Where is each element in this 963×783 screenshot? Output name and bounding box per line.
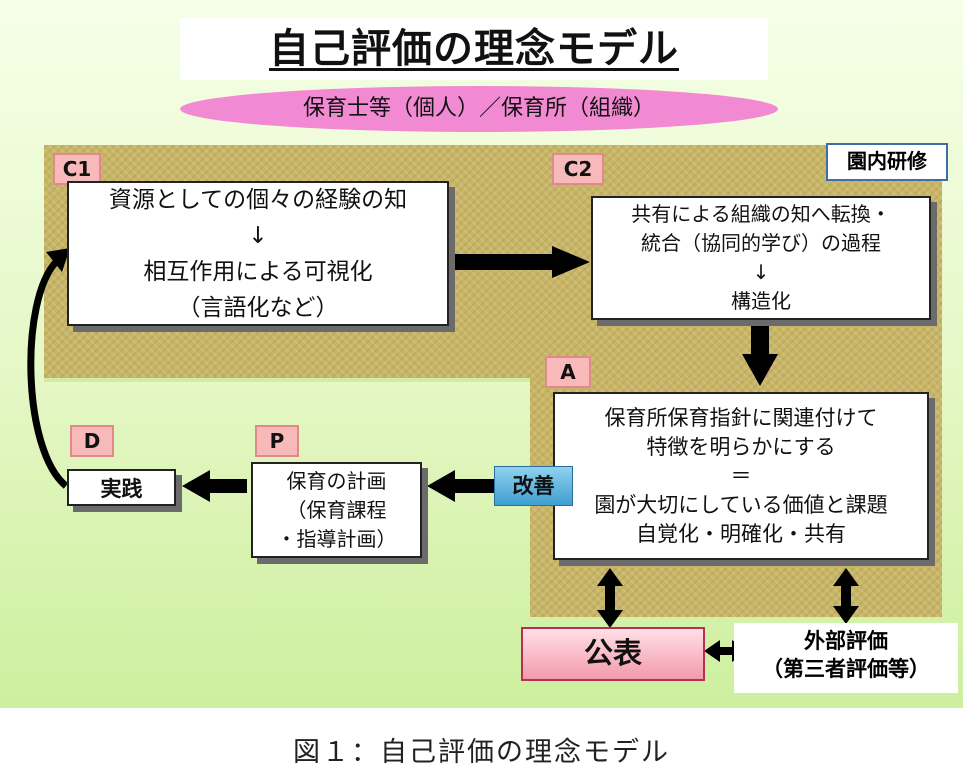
page-title: 自己評価の理念モデル (269, 26, 679, 72)
p-box: 保育の計画 （保育課程 ・指導計画） (251, 462, 422, 558)
c1-tag: C1 (53, 153, 101, 185)
arrow-p-to-d (182, 470, 247, 502)
c1-line-1: 資源としての個々の経験の知 (108, 186, 408, 213)
c2-box: 共有による組織の知へ転換・ 統合（協同的学び）の過程 ↓ 構造化 (591, 196, 931, 320)
d-box: 実践 (67, 469, 176, 506)
c2-line-1: 共有による組織の知へ転換・ (631, 202, 891, 226)
subtitle-ellipse: 保育士等（個人）／保育所（組織） (180, 86, 778, 132)
arrow-a-public (597, 568, 623, 628)
zone-edge (44, 378, 530, 382)
c2-line-3: ↓ (752, 260, 770, 284)
a-line-3: ＝ (730, 463, 752, 488)
c1-line-2: ↓ (248, 222, 268, 249)
a-line-2: 特徴を明らかにする (646, 434, 836, 459)
zone-label: 園内研修 (826, 143, 948, 181)
d-tag: D (70, 425, 114, 457)
arrow-c2-to-a (742, 318, 778, 386)
p-line-3: ・指導計画） (276, 526, 397, 551)
external-line-2: （第三者評価等） (762, 657, 930, 681)
c2-line-4: 構造化 (731, 289, 791, 313)
c2-line-2: 統合（協同的学び）の過程 (641, 231, 881, 255)
c1-line-3: 相互作用による可視化 (143, 258, 373, 285)
a-line-5: 自覚化・明確化・共有 (636, 521, 846, 546)
a-box: 保育所保育指針に関連付けて 特徴を明らかにする ＝ 園が大切にしている価値と課題… (553, 392, 929, 560)
c1-line-4: （言語化など） (177, 294, 339, 321)
arrow-d-to-c1 (27, 248, 70, 489)
arrow-a-external (833, 568, 859, 624)
improvement-label: 改善 (494, 466, 573, 506)
external-line-1: 外部評価 (804, 629, 888, 653)
p-line-2: （保育課程 (286, 497, 387, 522)
c1-box: 資源としての個々の経験の知 ↓ 相互作用による可視化 （言語化など） (67, 181, 449, 326)
external-evaluation-box: 外部評価 （第三者評価等） (734, 623, 958, 693)
arrow-c1-to-c2 (447, 246, 590, 278)
a-line-1: 保育所保育指針に関連付けて (604, 405, 878, 430)
a-line-4: 園が大切にしている価値と課題 (594, 492, 888, 517)
p-line-1: 保育の計画 (286, 468, 387, 493)
a-tag: A (545, 356, 591, 388)
publication-box: 公表 (521, 627, 705, 681)
c2-tag: C2 (552, 153, 604, 185)
figure-caption: 図１：自己評価の理念モデル (293, 737, 670, 768)
title-background (180, 18, 768, 80)
p-tag: P (255, 425, 299, 457)
arrow-a-to-p (427, 470, 498, 502)
d-label: 実践 (100, 476, 143, 501)
